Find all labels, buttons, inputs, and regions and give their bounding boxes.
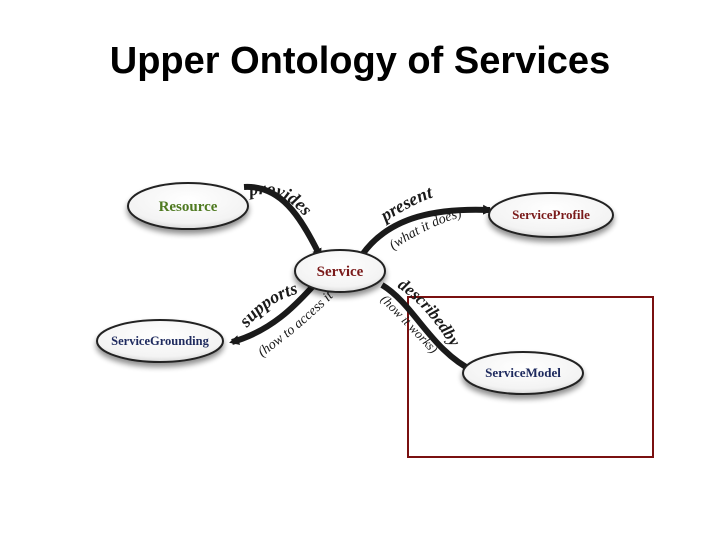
service-label: Service: [317, 264, 364, 280]
service-model-node: ServiceModel: [462, 351, 584, 395]
service-profile-node: ServiceProfile: [488, 192, 614, 238]
described-by-arrow: [380, 282, 478, 375]
highlight-box: [407, 296, 654, 458]
presents-arrow: [359, 204, 493, 257]
service-profile-label: ServiceProfile: [512, 207, 590, 222]
resource-label: Resource: [159, 199, 218, 215]
supports-arrow: [229, 281, 318, 345]
resource-node: Resource: [127, 182, 249, 230]
provides-arrow: [243, 183, 323, 259]
provides-label: provides: [245, 178, 316, 219]
supports-note: (how to access it): [0, 0, 337, 360]
service-grounding-node: ServiceGrounding: [96, 319, 224, 363]
service-grounding-label: ServiceGrounding: [111, 334, 209, 348]
service-node: Service: [294, 249, 386, 293]
slide-title: Upper Ontology of Services: [109, 40, 611, 82]
service-model-label: ServiceModel: [485, 365, 561, 380]
